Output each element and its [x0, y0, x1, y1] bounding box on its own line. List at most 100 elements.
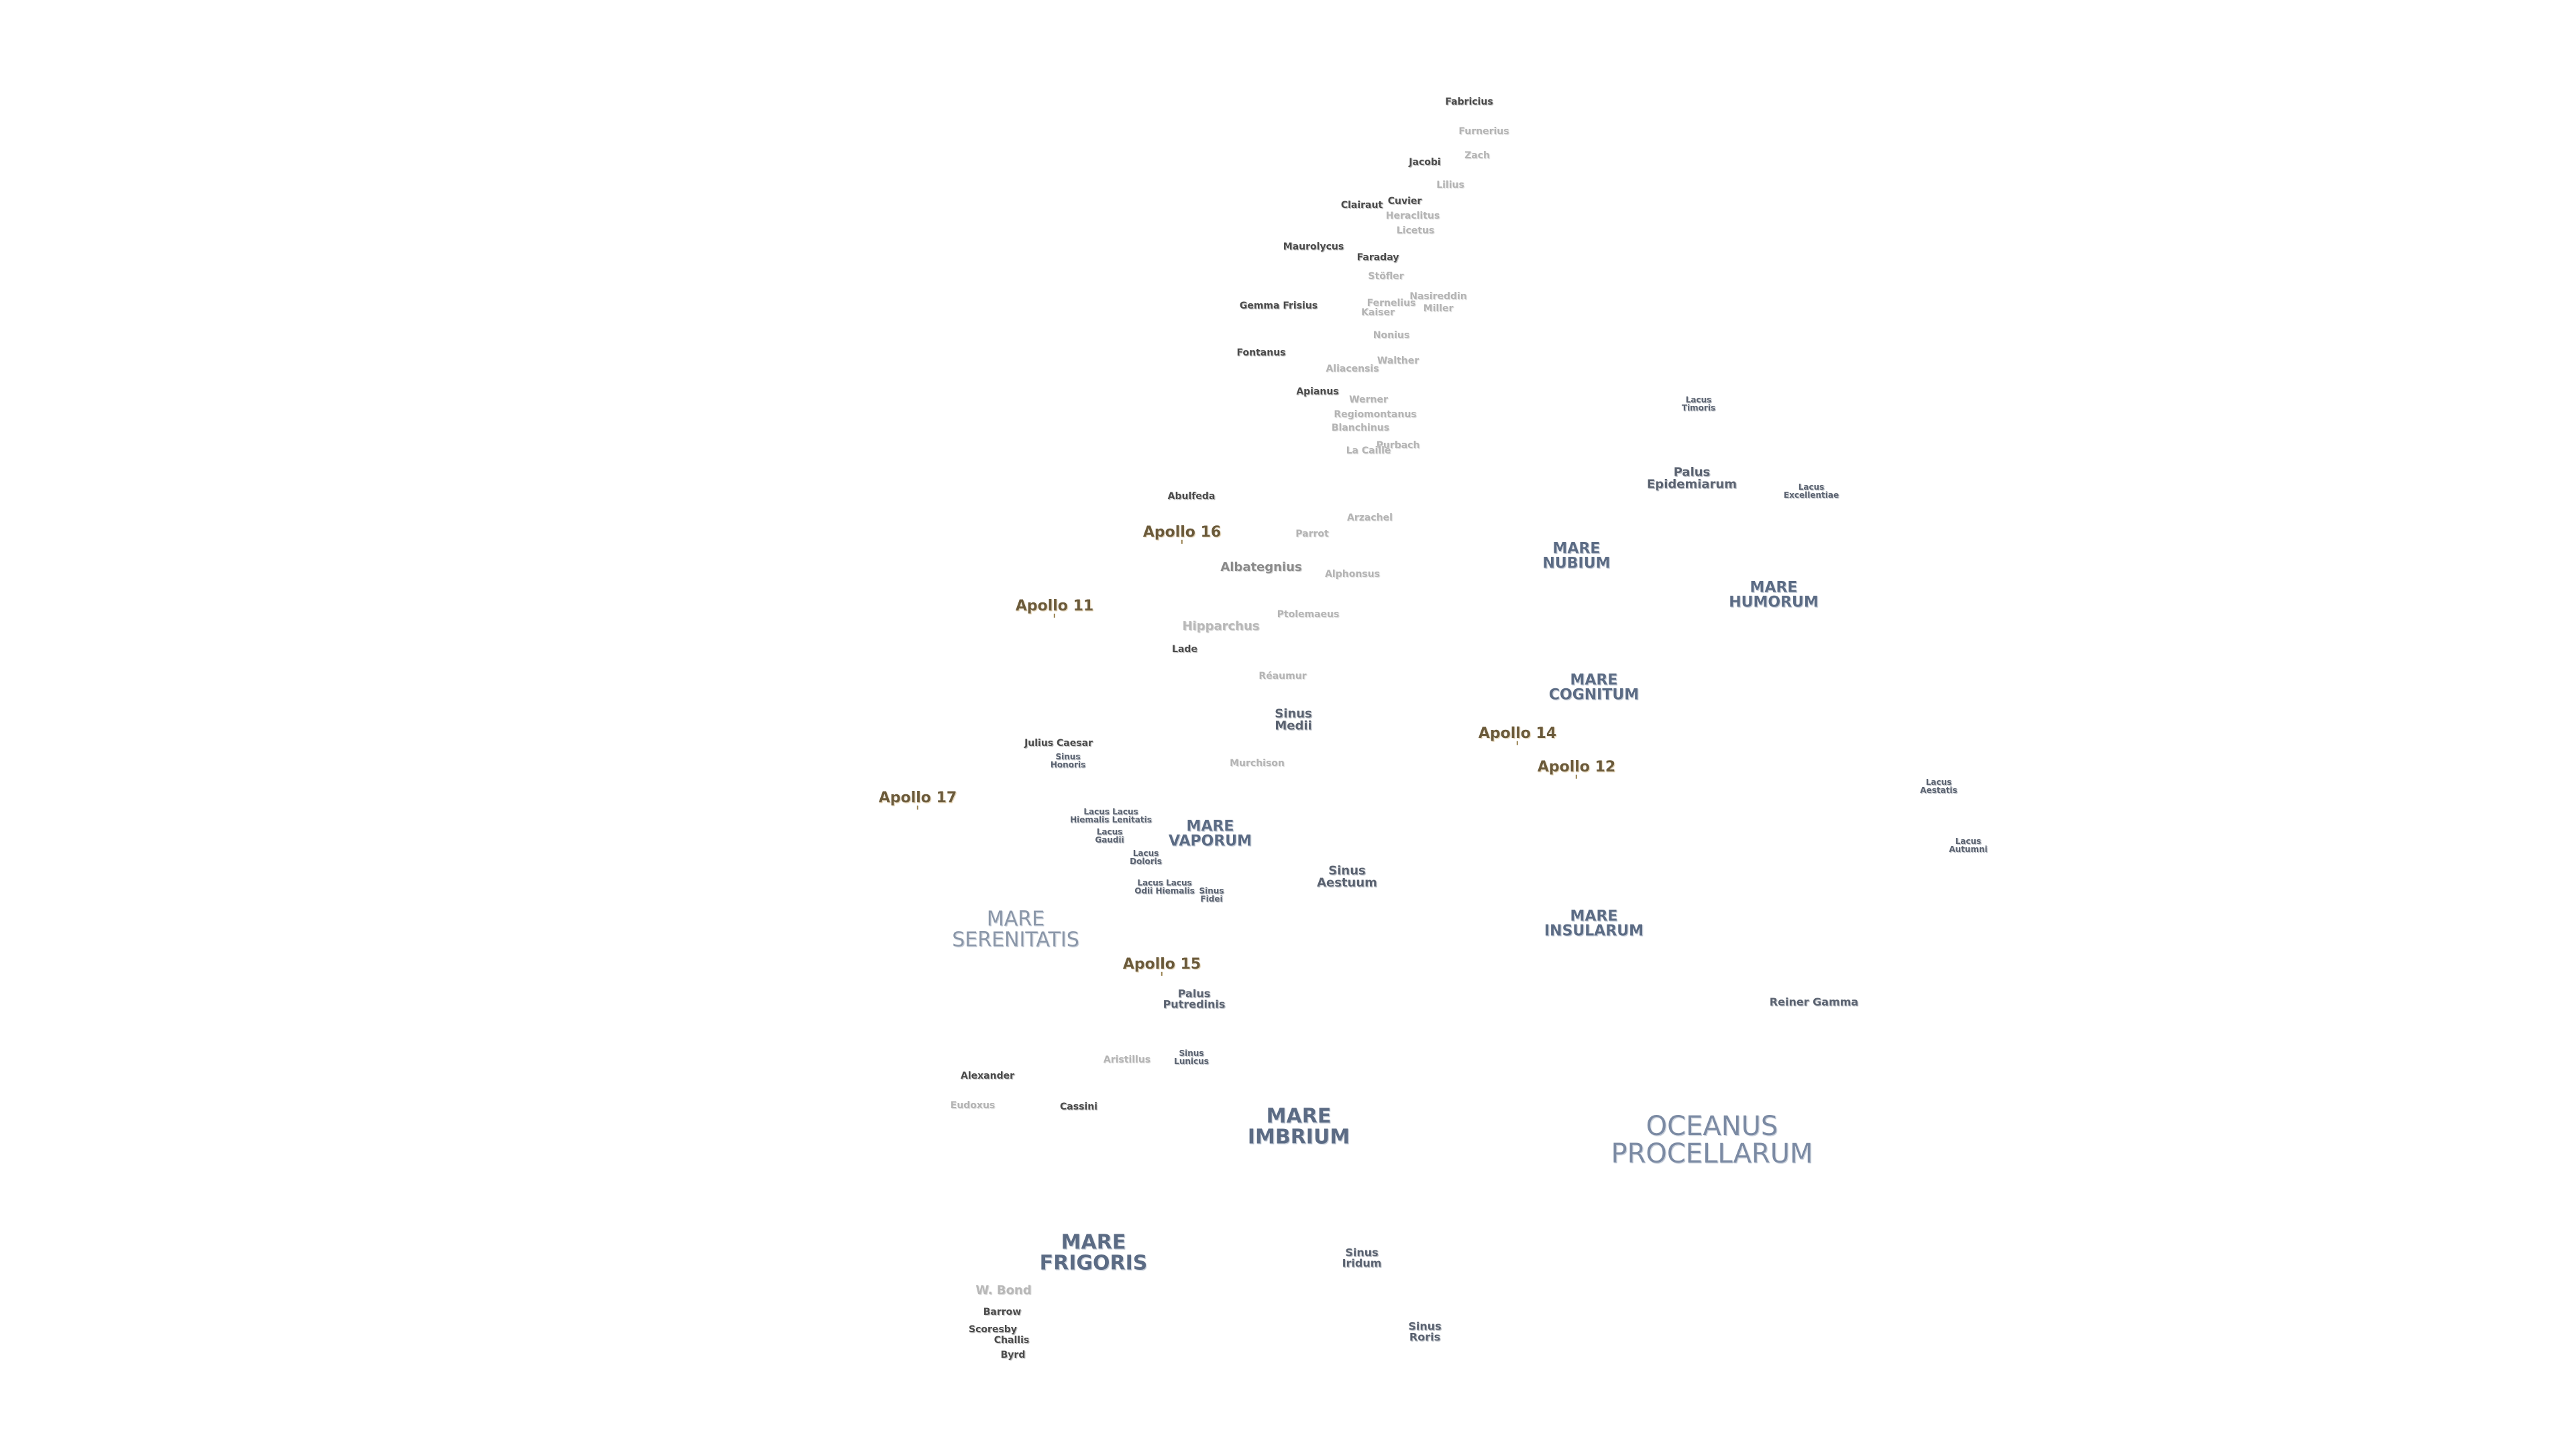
label-alphonsus: Alphonsus	[1325, 568, 1380, 580]
label-line: Iridum	[1342, 1257, 1382, 1270]
label-line: Apollo 17	[878, 789, 957, 806]
label-line: Doloris	[1130, 857, 1162, 866]
label-line: Lunicus	[1174, 1057, 1209, 1066]
label-line: Regiomontanus	[1334, 409, 1417, 420]
label-line: Timoris	[1681, 403, 1716, 413]
label-julius-caesar: Julius Caesar	[1024, 737, 1093, 749]
label-line: Werner	[1349, 394, 1388, 405]
label-scoresby: Scoresby	[969, 1325, 1017, 1335]
label-parrot: Parrot	[1295, 529, 1328, 539]
label-line: Sinus	[1199, 885, 1224, 896]
label-line: Lade	[1172, 643, 1197, 655]
label-line: Lacus	[1925, 777, 1952, 787]
label-line: Gaudii	[1095, 835, 1124, 845]
label-line: Lacus	[1955, 836, 1982, 846]
label-stofler: Stöfler	[1368, 270, 1404, 282]
label-jacobi: Jacobi	[1409, 156, 1441, 168]
label-line: Lacus	[1685, 394, 1712, 405]
label-line: Miller	[1423, 303, 1454, 314]
label-line: Alphonsus	[1325, 568, 1380, 580]
label-line: Challis	[994, 1334, 1030, 1346]
label-arzachel: Arzachel	[1347, 513, 1393, 523]
label-line: Parrot	[1295, 528, 1329, 539]
label-line: Ptolemaeus	[1277, 608, 1340, 620]
label-line: Alexander	[961, 1070, 1014, 1081]
label-line: Aristillus	[1103, 1054, 1151, 1065]
label-apollo-11: Apollo 11	[1015, 597, 1094, 619]
label-fontanus: Fontanus	[1237, 348, 1286, 358]
label-fabricius: Fabricius	[1445, 97, 1493, 107]
label-line: Blanchinus	[1331, 422, 1390, 433]
label-faraday: Faraday	[1357, 253, 1399, 263]
label-line: HUMORUM	[1729, 594, 1819, 611]
label-la-caille: La Caille	[1346, 446, 1391, 456]
label-murchison: Murchison	[1230, 757, 1285, 769]
label-nasireddin: Nasireddin	[1409, 292, 1467, 302]
label-line: Fontanus	[1236, 347, 1286, 358]
label-line: Gemma Frisius	[1239, 300, 1318, 311]
label-barrow: Barrow	[983, 1306, 1022, 1318]
label-line: INSULARUM	[1544, 923, 1644, 940]
label-aristillus: Aristillus	[1104, 1055, 1150, 1065]
label-line: Apollo 11	[1015, 597, 1094, 614]
label-line: Fidei	[1200, 894, 1223, 904]
label-line: MARE	[1061, 1230, 1126, 1254]
label-line: MARE	[1570, 908, 1618, 925]
label-line: MARE	[1750, 579, 1798, 596]
label-blanchinus: Blanchinus	[1332, 423, 1389, 433]
label-line: Stöfler	[1368, 270, 1404, 282]
label-line: Lacus	[1096, 826, 1123, 837]
label-apollo-16: Apollo 16	[1143, 525, 1221, 545]
label-line: Barrow	[983, 1306, 1022, 1318]
label-line: Lacus Lacus	[1137, 877, 1192, 888]
label-line: Palus	[1177, 987, 1211, 1000]
label-line: Palus	[1673, 465, 1711, 480]
label-line: Jacobi	[1409, 156, 1441, 168]
label-walther: Walther	[1377, 356, 1419, 366]
label-alexander: Alexander	[961, 1071, 1014, 1081]
label-line: Walther	[1377, 355, 1419, 366]
label-line: Excellentiae	[1783, 490, 1839, 500]
label-line: MARE	[1186, 818, 1234, 835]
label-line: Murchison	[1230, 757, 1285, 769]
label-line: Aestatis	[1920, 786, 1957, 795]
label-line: Lacus	[1798, 482, 1825, 492]
label-line: Julius Caesar	[1024, 737, 1093, 749]
label-reaumur: Réaumur	[1258, 672, 1306, 682]
label-byrd: Byrd	[1001, 1350, 1026, 1360]
label-cassini: Cassini	[1060, 1102, 1097, 1112]
label-line: SERENITATIS	[952, 928, 1079, 951]
label-challis: Challis	[994, 1334, 1030, 1346]
label-line: Clairaut	[1340, 199, 1383, 211]
label-heraclitus: Heraclitus	[1386, 211, 1440, 221]
label-line: Fernelius	[1366, 297, 1416, 309]
label-miller: Miller	[1423, 303, 1454, 314]
label-line: Odii Hiemalis	[1134, 886, 1195, 896]
label-kaiser: Kaiser	[1361, 308, 1395, 318]
label-albategnius: Albategnius	[1220, 561, 1301, 574]
label-nonius: Nonius	[1373, 331, 1409, 341]
label-line: Maurolycus	[1283, 241, 1344, 252]
label-line: Albategnius	[1220, 559, 1302, 574]
label-line: Furnerius	[1458, 125, 1509, 137]
label-line: Abulfeda	[1167, 490, 1216, 502]
label-line: Medii	[1275, 719, 1312, 733]
label-furnerius: Furnerius	[1458, 125, 1509, 137]
label-line: Hiemalis Lenitatis	[1070, 815, 1152, 824]
label-apollo-12: Apollo 12	[1538, 759, 1615, 780]
label-line: MARE	[986, 907, 1045, 931]
